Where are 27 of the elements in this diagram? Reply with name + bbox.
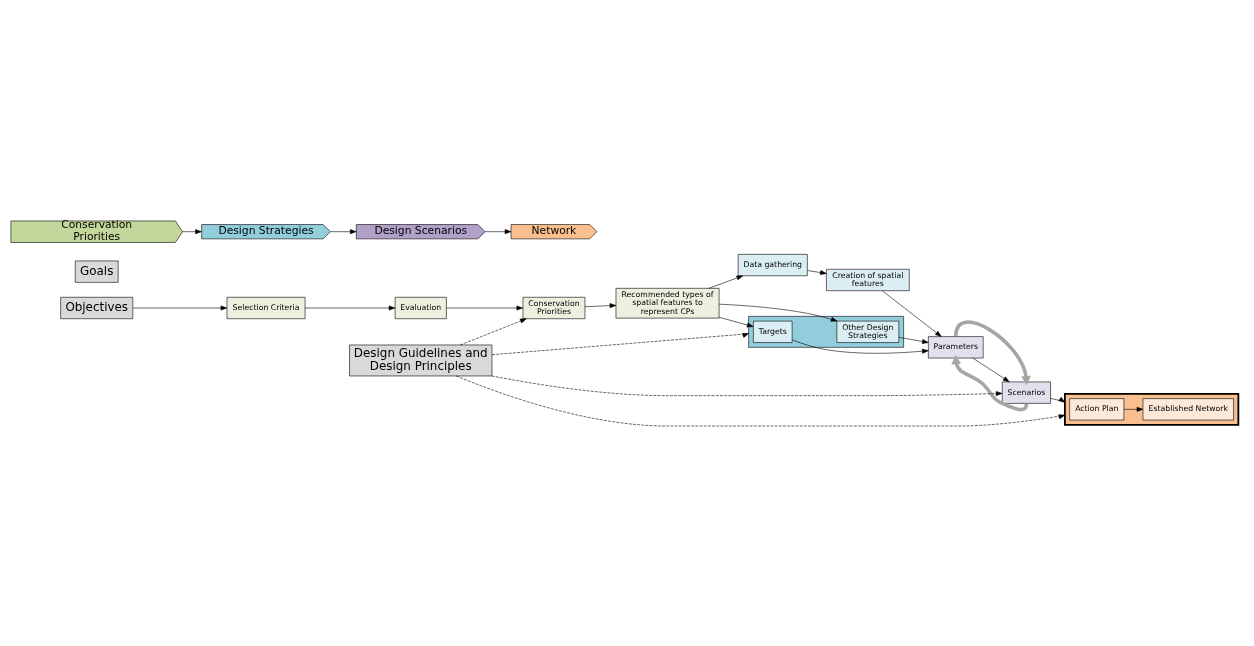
node-box: Design Guidelines and Design Principles (349, 344, 493, 376)
arrow (1050, 396, 1066, 403)
arrow (898, 336, 929, 344)
arrow (882, 290, 942, 337)
arrow (460, 317, 527, 345)
arrow (182, 228, 202, 234)
arrow (484, 228, 512, 234)
arrow (951, 354, 1029, 411)
arrow (972, 357, 1010, 382)
arrow (132, 305, 228, 310)
arrow (491, 332, 749, 355)
arrow (446, 305, 524, 310)
cluster (1064, 392, 1240, 426)
arrow (708, 275, 744, 289)
node-box: Goals (74, 260, 119, 283)
arrow (304, 305, 396, 310)
arrow (718, 316, 754, 327)
arrow (330, 228, 357, 234)
arrow (718, 303, 838, 322)
arrow (792, 339, 929, 354)
arrow (807, 269, 827, 275)
arrow (584, 302, 617, 308)
node-box: Objectives (60, 296, 134, 319)
arrow (491, 375, 1003, 396)
arrow (954, 320, 1031, 385)
arrow (1123, 406, 1144, 412)
arrow (456, 375, 1066, 426)
